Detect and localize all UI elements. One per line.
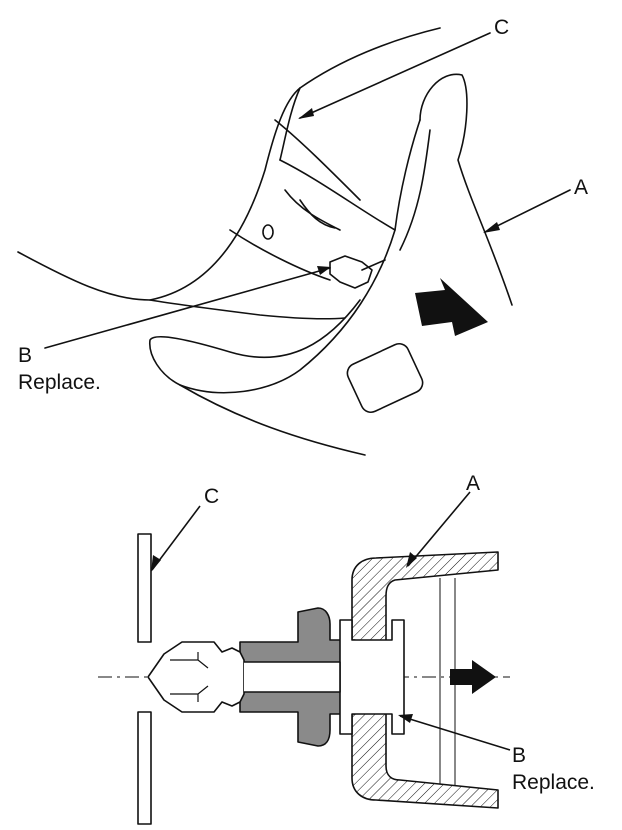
clip-b-body [329,255,373,289]
clip-b-stem [361,259,386,271]
pillar-c-upper [137,533,152,643]
clip-b-pin-detail [170,652,209,702]
clip-hole [262,224,274,240]
lamp-recess [346,342,424,414]
leader-a-section [407,491,471,567]
label-c-section: C [204,485,219,508]
label-b-top: B [18,344,32,367]
arrowhead-c-section [151,555,161,572]
arrowhead-a-top [483,222,500,233]
pillar-c-lower [137,711,152,825]
arrowhead-b-section [398,714,413,723]
label-a-top: A [574,176,588,199]
trim-panel-a-inner [399,129,431,251]
label-c-top: C [494,16,509,39]
label-b-note-top: Replace. [18,371,101,394]
pillar-face [279,87,301,161]
arrowhead-a-section [406,552,417,568]
pillar-outline [17,27,441,301]
arrowhead-b-top [317,266,331,275]
trim-panel-a [419,73,513,306]
pull-arrow-top [415,278,488,336]
trim-panel-a-lower [179,384,366,456]
top-leader-arrowheads [298,108,500,275]
top-illustration [17,27,571,456]
glass-line-1 [279,159,396,231]
label-a-section: A [466,472,480,495]
bracket-detail [284,189,341,231]
clip-b-flange [339,619,405,735]
section-view [98,491,511,825]
arrow-right-icon [450,660,496,694]
leader-a-top [484,189,571,233]
glass-line-3 [229,229,331,281]
label-b-section: B [512,744,526,767]
leader-c-section [151,505,201,571]
clip-b-pin-shaft [244,661,341,693]
label-b-note-section: Replace. [512,771,595,794]
leader-c-top [299,32,491,119]
leader-b-top [44,267,331,349]
section-leader-arrowheads [151,552,417,723]
clip-b-pin [147,641,245,713]
pillar-inner [149,299,346,320]
arrowhead-c-top [298,108,314,119]
glass-line-2 [274,119,361,201]
leader-b-section [399,715,511,751]
